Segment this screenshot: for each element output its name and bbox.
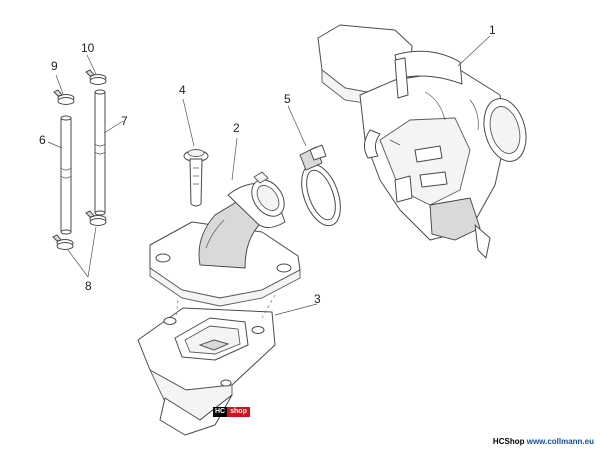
fuel-hose-6 bbox=[60, 115, 72, 235]
fuel-hose-7 bbox=[94, 89, 106, 216]
hose-clip-9 bbox=[53, 89, 75, 105]
callout-1: 1 bbox=[489, 23, 496, 37]
watermark-part1: HC bbox=[213, 407, 228, 417]
footer-brand: HCShop bbox=[492, 437, 525, 446]
callout-leaders bbox=[47, 35, 491, 316]
callout-6: 6 bbox=[39, 133, 46, 147]
callout-2: 2 bbox=[233, 121, 240, 135]
hose-clamp bbox=[299, 144, 341, 227]
callout-7: 7 bbox=[121, 114, 128, 128]
hose-clip-8b bbox=[85, 210, 107, 226]
footer-url-link[interactable]: www.collmann.eu bbox=[526, 437, 594, 446]
callout-9: 9 bbox=[51, 59, 58, 73]
intake-manifold bbox=[149, 171, 301, 307]
reed-valve-block bbox=[137, 294, 276, 436]
hose-clip-8a bbox=[52, 234, 74, 250]
callout-8: 8 bbox=[85, 279, 92, 293]
callout-10: 10 bbox=[81, 41, 95, 55]
callout-3: 3 bbox=[314, 292, 321, 306]
hose-clip-10 bbox=[85, 69, 107, 85]
carburetor bbox=[317, 24, 527, 259]
watermark-part2: shop bbox=[227, 407, 250, 417]
callout-5: 5 bbox=[284, 92, 291, 106]
footer-credit: HCShop www.collmann.eu bbox=[493, 437, 594, 446]
callout-4: 4 bbox=[179, 83, 186, 97]
bolt bbox=[183, 149, 209, 207]
